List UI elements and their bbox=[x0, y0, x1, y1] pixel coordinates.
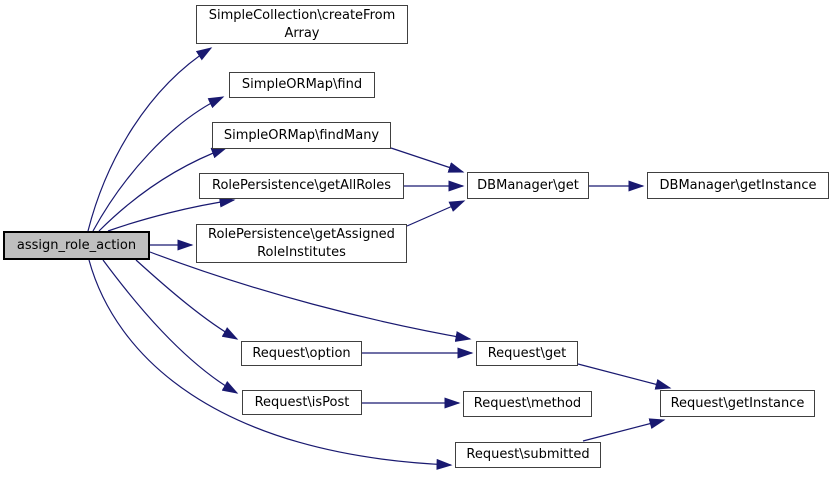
edge-assign-to-createfromarray bbox=[87, 47, 213, 232]
node-simplecollection-createfromarray[interactable]: SimpleCollection\createFrom Array bbox=[196, 5, 408, 44]
node-simpleormap-find[interactable]: SimpleORMap\find bbox=[229, 72, 375, 98]
edge-getassigned-to-dbmanager-get bbox=[406, 200, 466, 227]
node-rolepersistence-getallroles[interactable]: RolePersistence\getAllRoles bbox=[199, 173, 404, 199]
edge-findmany-to-dbmanager-get bbox=[390, 147, 465, 173]
node-request-option[interactable]: Request\option bbox=[241, 341, 362, 366]
edge-assign-to-request-option bbox=[135, 259, 239, 340]
node-request-get[interactable]: Request\get bbox=[476, 341, 578, 366]
edge-assign-to-request-ispost bbox=[102, 259, 239, 394]
node-assign-role-action: assign_role_action bbox=[3, 231, 150, 260]
edge-assign-to-find bbox=[92, 96, 225, 232]
node-request-submitted[interactable]: Request\submitted bbox=[455, 442, 601, 468]
edge-assign-to-findmany bbox=[98, 147, 228, 232]
node-simpleormap-findmany[interactable]: SimpleORMap\findMany bbox=[212, 122, 391, 149]
edge-request-submitted-to-request-getinstance bbox=[582, 418, 666, 442]
node-rolepersistence-getassignedroleinstitutes[interactable]: RolePersistence\getAssigned RoleInstitut… bbox=[196, 224, 407, 263]
edge-assign-to-request-get bbox=[149, 251, 472, 342]
node-dbmanager-getinstance[interactable]: DBManager\getInstance bbox=[647, 172, 829, 199]
node-request-ispost[interactable]: Request\isPost bbox=[242, 390, 362, 415]
edge-assign-to-request-submitted bbox=[88, 259, 453, 470]
node-dbmanager-get[interactable]: DBManager\get bbox=[467, 172, 589, 199]
edge-assign-to-getallroles bbox=[107, 196, 236, 232]
edge-request-get-to-request-getinstance bbox=[577, 363, 672, 390]
node-request-getinstance[interactable]: Request\getInstance bbox=[660, 390, 815, 417]
node-request-method[interactable]: Request\method bbox=[463, 391, 592, 417]
